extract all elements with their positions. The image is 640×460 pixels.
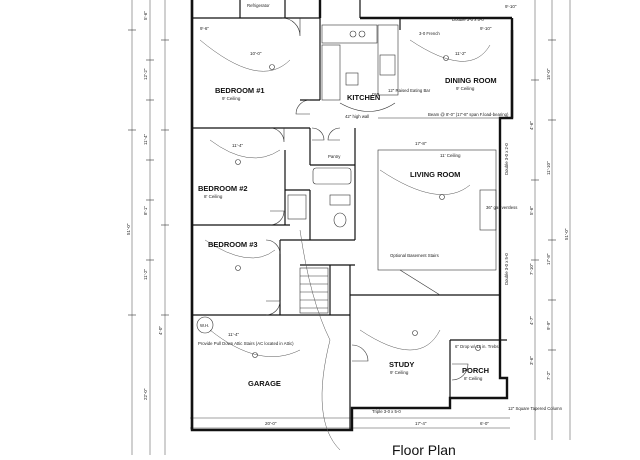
plan-notes: Pantry Refrigerator DW 42" high wall 12"… [198,3,563,414]
dim-right-10: 7'-2" [546,371,551,380]
water-heater-label: W.H. [200,323,209,328]
bath-fixtures [287,167,352,228]
dim-left-4: 8'-1" [143,206,148,215]
note-raised-bar: 12" Raised Eating Bar [388,88,431,93]
dim-right-6: 4'-7" [529,316,534,325]
dim-left-7: 22'-0" [143,388,148,400]
dim-left-1: 5'-6" [143,11,148,20]
note-french: 3-0 French [419,31,440,36]
dim-right-8: 9'-9" [546,321,551,330]
room-label-study: STUDY [389,360,414,369]
plan-title: Floor Plan [392,442,456,458]
room-label-garage: GARAGE [248,379,281,388]
room-label-bedroom1: BEDROOM #1 [215,86,265,95]
room-dim-living: 17'-8" [415,141,427,146]
room-label-porch: PORCH [462,366,489,375]
dim-right-4: 5'-6" [529,206,534,215]
dim-right-1: 15'-0" [546,68,551,80]
note-attic: Provide Pull Down Attic Stairs (AC locat… [198,341,294,346]
note-triple-window: Triple 3-0 x 5-0 [372,409,401,414]
room-dim-bedroom2: 11'-4" [232,143,244,148]
note-double-right-1: Double 3-0 x 2-0 [504,143,509,175]
dim-bottom-1: 20'-0" [265,421,277,426]
water-heater: W.H. [196,316,214,334]
room-label-kitchen: KITCHEN [347,93,380,102]
kitchen-fixtures [321,24,399,112]
note-double-top: Double 3-0 x 5-0 [452,17,484,22]
room-dim-bedroom1: 10'-0" [250,51,262,56]
note-porch-pitch: 6" Drop w/ 12 in. Trebs [455,344,499,349]
outer-dimensions: 5'-6" 12'-2" 11'-4" 8'-1" 11'-2" 51'-0" … [126,4,569,426]
dim-bottom-3: 6'-0" [480,421,489,426]
room-sub-bedroom2: 8' Ceiling [204,194,223,199]
dim-right-3: 4'-6" [529,121,534,130]
stairs [299,267,441,314]
room-label-bedroom2: BEDROOM #2 [198,184,248,193]
room-sub-dining: 9' Ceiling [456,86,475,91]
dim-top-2: 9'-10" [480,26,492,31]
dim-top-3: 9'-10" [505,4,517,9]
interior-walls [192,0,507,430]
note-basement: Optional Basement Stairs [390,253,439,258]
dim-right-total: 51'-0" [564,228,569,240]
dim-right-5: 7'-10" [529,263,534,275]
note-beam: Beam @ 8'-0" (17'-8" span F.load-bearing… [428,112,509,117]
note-porch-column: 12" Square Tapered Column [508,406,563,411]
room-sub-bedroom1: 9' Ceiling [222,96,241,101]
dim-right-9: 3'-6" [529,356,534,365]
note-dw: DW [372,92,380,97]
room-sub-porch: 8' Ceiling [464,376,483,381]
note-bar: 42" high wall [345,114,369,119]
living-room-details [377,117,500,271]
room-sub-study: 9' Ceiling [390,370,409,375]
light-fixtures [235,55,481,358]
room-dim-garage: 11'-4" [228,332,240,337]
note-fridge: Refrigerator [247,3,270,8]
room-dim-dining: 11'-2" [455,51,467,56]
note-double-right-2: Double 3-0 x 5-0 [504,253,509,285]
dim-right-2: 11'-10" [546,161,551,175]
room-label-bedroom3: BEDROOM #3 [208,240,258,249]
note-gas-fp: 36" gas ventless [486,205,517,210]
dim-left-5: 11'-2" [143,268,148,280]
dim-bottom-2: 17'-4" [415,421,427,426]
dim-left-total: 51'-0" [126,223,131,235]
dim-right-7: 17'-8" [546,253,551,265]
room-label-living: LIVING ROOM [410,170,460,179]
room-sub-living: 11' Ceiling [440,153,461,158]
room-label-dining: DINING ROOM [445,76,497,85]
note-pantry: Pantry [328,154,341,159]
dim-left-2: 12'-2" [143,68,148,80]
dimension-lines [128,0,571,455]
dim-left-3: 11'-4" [143,133,148,145]
dim-top-1: 9'-6" [200,26,209,31]
door-swings [265,17,469,381]
room-labels: BEDROOM #1 9' Ceiling 10'-0" KITCHEN DIN… [198,51,497,388]
dim-left-6: 4'-0" [158,326,163,335]
